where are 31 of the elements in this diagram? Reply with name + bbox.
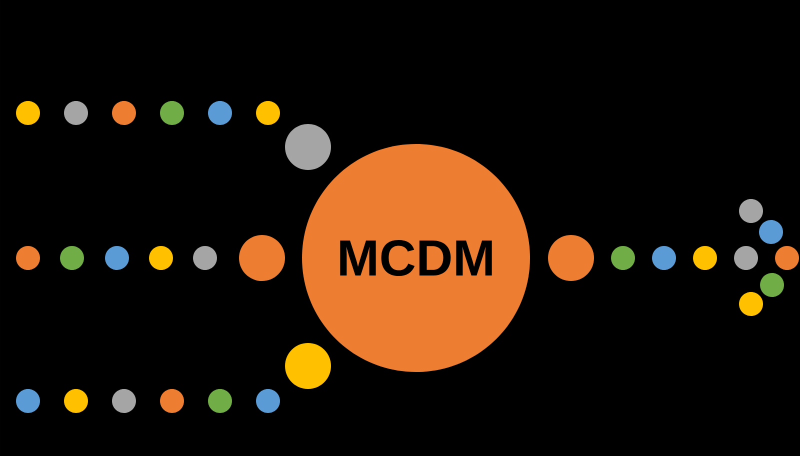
dot xyxy=(611,246,635,270)
dot xyxy=(160,101,184,125)
dot xyxy=(285,343,331,389)
dot xyxy=(739,199,764,223)
dot xyxy=(239,235,285,281)
dot xyxy=(208,389,232,413)
dot xyxy=(193,246,217,270)
dot xyxy=(760,273,784,297)
dot xyxy=(112,389,136,413)
dot xyxy=(775,246,799,270)
dot xyxy=(734,246,758,270)
dot xyxy=(16,246,40,270)
dot xyxy=(16,101,40,125)
dot xyxy=(693,246,717,270)
dot xyxy=(64,389,88,413)
dot xyxy=(759,220,783,244)
dot xyxy=(105,246,129,270)
dot xyxy=(64,101,88,125)
dot xyxy=(652,246,676,270)
dot xyxy=(739,292,764,316)
dot xyxy=(60,246,84,270)
dot xyxy=(285,124,331,170)
dot xyxy=(548,235,594,281)
dot xyxy=(16,389,40,413)
dot xyxy=(256,389,280,413)
dot xyxy=(112,101,136,125)
circle-node: MCDM xyxy=(302,144,530,372)
dot xyxy=(208,101,232,125)
dot xyxy=(149,246,173,270)
dot xyxy=(160,389,184,413)
dot xyxy=(256,101,280,125)
